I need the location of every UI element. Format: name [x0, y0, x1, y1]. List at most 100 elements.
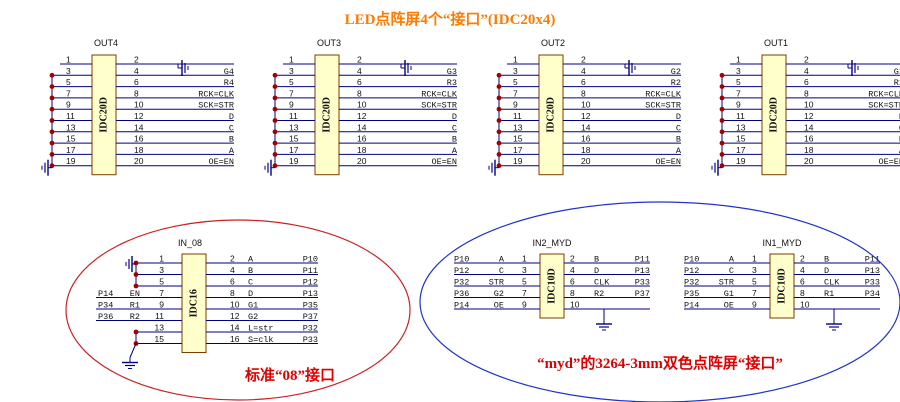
- pin-number: 10: [134, 100, 144, 110]
- ground-symbol: [826, 319, 842, 331]
- junction-dot: [719, 118, 725, 123]
- pin-number: 11: [66, 111, 75, 121]
- signal-label: SCK=STR: [421, 101, 457, 111]
- pin-number: 2: [357, 55, 362, 65]
- out-connector-type: IDC20D: [768, 97, 779, 133]
- ground-symbol: [625, 60, 636, 76]
- myd-body: [539, 253, 565, 319]
- pin-number: 10: [581, 100, 591, 110]
- pin-number: 3: [289, 66, 294, 76]
- pin-number: 10: [800, 300, 810, 310]
- signal-label: D: [452, 112, 457, 122]
- pin-number: 9: [522, 300, 527, 310]
- pin-number: 7: [66, 88, 71, 98]
- junction-dot: [49, 163, 55, 169]
- pin-number: 9: [513, 100, 518, 110]
- pin-number: 11: [289, 111, 298, 121]
- pin-number: 5: [752, 277, 757, 287]
- signal-label: C: [499, 266, 504, 276]
- pin-number: 17: [66, 145, 76, 155]
- junction-dot: [133, 272, 139, 277]
- connector-name: OUT2: [541, 38, 565, 48]
- pin-number: 8: [581, 88, 586, 98]
- pin-number: 15: [155, 334, 165, 344]
- pin-number: 8: [357, 88, 362, 98]
- port-label: P33: [865, 278, 880, 288]
- pin-number: 16: [581, 134, 591, 144]
- myd-ellipse: [419, 201, 900, 402]
- connector-name: OUT3: [317, 38, 341, 48]
- pin-number: 16: [804, 134, 814, 144]
- pin-number: 2: [570, 254, 575, 264]
- port-label: P13: [303, 289, 318, 299]
- pin-number: 3: [66, 66, 71, 76]
- pin-number: 18: [581, 145, 591, 155]
- myd-type: IDC10D: [546, 268, 557, 304]
- port-label: P13: [635, 266, 650, 276]
- out-connector-body: [761, 54, 787, 176]
- pin-number: 9: [736, 100, 741, 110]
- pin-number: 12: [357, 111, 367, 121]
- pin-number: 3: [752, 265, 757, 275]
- signal-label: C: [248, 278, 253, 288]
- connector-name: IN_08: [178, 238, 202, 248]
- port-label: P12: [454, 266, 469, 276]
- pin-number: 20: [804, 156, 814, 166]
- signal-label: C: [899, 123, 900, 133]
- signal-label: SCK=STR: [868, 101, 900, 111]
- junction-dot: [496, 84, 502, 89]
- pin-number: 7: [289, 88, 294, 98]
- port-label: P11: [865, 255, 880, 265]
- pin-number: 12: [581, 111, 591, 121]
- pin-number: 1: [752, 254, 757, 264]
- pin-number: 6: [230, 277, 235, 287]
- signal-label: G2: [494, 289, 504, 299]
- pin-number: 12: [230, 311, 240, 321]
- junction-dot: [496, 118, 502, 123]
- pin-number: 3: [522, 265, 527, 275]
- signal-label: B: [248, 266, 253, 276]
- in08-body: [181, 253, 207, 353]
- pin-number: 11: [736, 111, 745, 121]
- junction-dot: [272, 163, 278, 169]
- signal-label: B: [899, 135, 900, 145]
- pin-number: 15: [736, 134, 746, 144]
- pin-number: 3: [513, 66, 518, 76]
- signal-label: OE=EN: [655, 157, 681, 167]
- port-label: P32: [454, 278, 469, 288]
- pin-number: 9: [752, 300, 757, 310]
- pin-number: 1: [736, 55, 741, 65]
- port-label: P34: [98, 301, 113, 311]
- junction-dot: [133, 260, 139, 266]
- pin-number: 6: [570, 277, 575, 287]
- signal-label: R1: [894, 78, 900, 88]
- junction-dot: [272, 95, 278, 101]
- junction-dot: [133, 283, 139, 289]
- pin-number: 15: [289, 134, 299, 144]
- signal-label: R4: [224, 78, 234, 88]
- signal-label: L=str: [248, 324, 274, 334]
- signal-label: OE=EN: [208, 157, 234, 167]
- pin-number: 7: [159, 288, 164, 298]
- pin-number: 1: [522, 254, 527, 264]
- junction-dot: [49, 106, 55, 112]
- signal-label: A: [899, 146, 900, 156]
- pin-number: 16: [230, 334, 240, 344]
- pin-number: 5: [159, 277, 164, 287]
- signal-label: D: [824, 266, 829, 276]
- out-connector-body: [314, 54, 340, 176]
- ground-symbol: [125, 256, 136, 272]
- junction-dot: [49, 129, 55, 135]
- pin-number: 19: [513, 156, 523, 166]
- pin-number: 2: [230, 254, 235, 264]
- pin-number: 16: [134, 134, 144, 144]
- pin-number: 5: [513, 77, 518, 87]
- pin-number: 1: [513, 55, 518, 65]
- pin-number: 14: [230, 323, 240, 333]
